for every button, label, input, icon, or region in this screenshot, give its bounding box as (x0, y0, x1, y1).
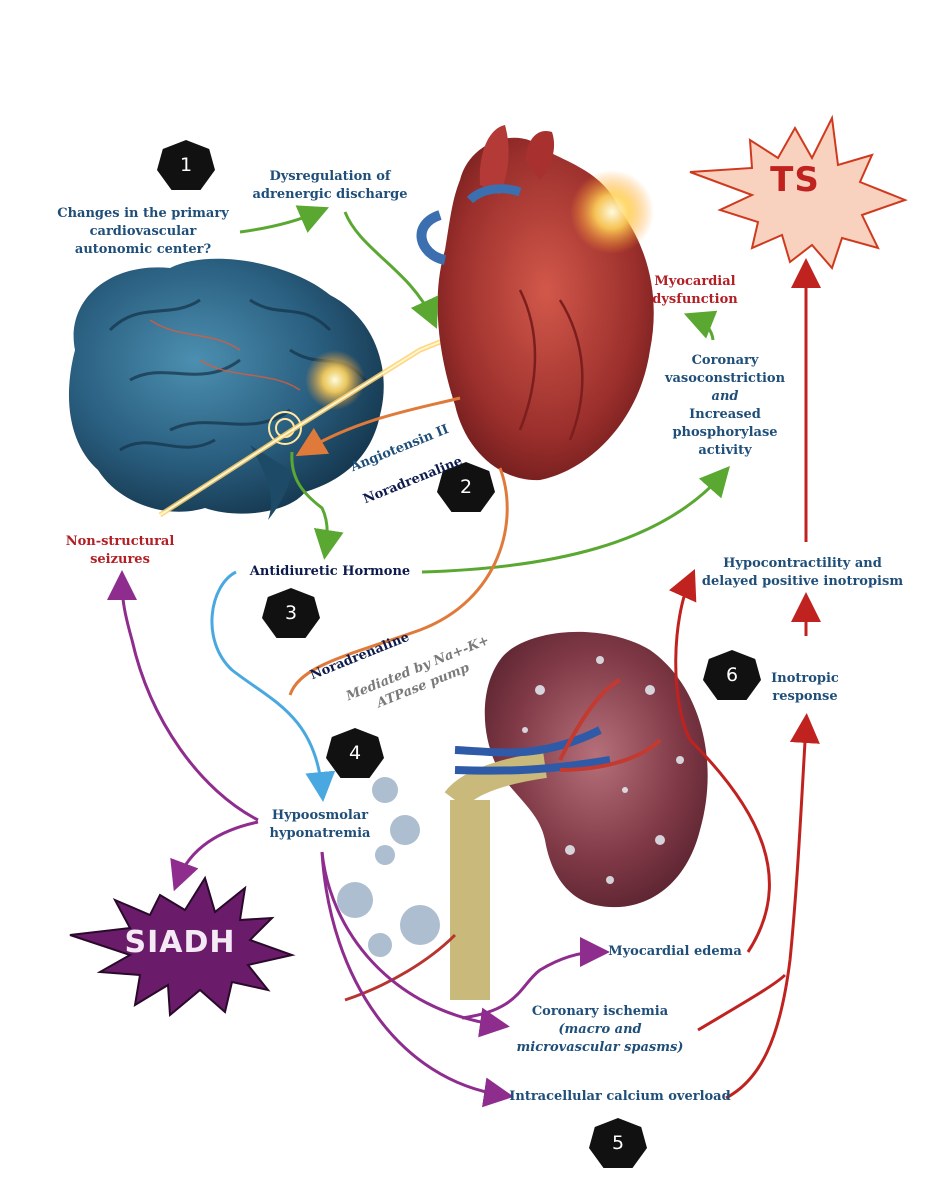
purple-arrows (107, 570, 610, 1108)
ts-label: TS (770, 160, 820, 200)
red-arrows (668, 258, 821, 1100)
adh-label: Antidiuretic Hormone (249, 564, 411, 579)
myocardial-edema-label: Myocardial edema (608, 944, 742, 959)
step-badge-1: 1 (157, 140, 215, 190)
green-arrows (239, 205, 730, 574)
step-badge-5: 5 (589, 1118, 647, 1168)
dysregulation-label: Dysregulation of adrenergic discharge (252, 169, 408, 202)
siadh-starburst (69, 875, 296, 1018)
step-badge-3: 3 (262, 588, 320, 638)
blue-arrow (210, 570, 336, 802)
kidney-illustration (444, 631, 708, 1000)
hypoosmolar-label: Hypoosmolar hyponatremia (269, 808, 371, 841)
myocardial-dysfunction-label: Myocardial dysfunction (652, 274, 738, 307)
primary-center-label: Changes in the primary cardiovascular au… (57, 206, 229, 257)
step-badge-6: 6 (703, 650, 761, 700)
step-badge-2: 2 (437, 462, 495, 512)
inotropic-label: Inotropic response (771, 671, 839, 704)
heart-illustration (416, 125, 654, 481)
calcium-overload-label: Intracellular calcium overload (509, 1089, 731, 1104)
siadh-label: SIADH (124, 925, 236, 960)
step-badge-4: 4 (326, 728, 384, 778)
coronary-ischemia-label: Coronary ischemia (macro and microvascul… (516, 1004, 684, 1055)
orange-arrows (288, 396, 509, 696)
seizures-label: Non-structural seizures (65, 534, 175, 567)
coronary-vasoconstriction-label: Coronary vasoconstriction and Increased … (664, 353, 786, 458)
hypocontractility-label: Hypocontractility and delayed positive i… (701, 556, 904, 589)
vessel-curve (344, 933, 457, 1002)
droplet-cluster (337, 777, 440, 957)
ts-starburst (689, 114, 908, 270)
